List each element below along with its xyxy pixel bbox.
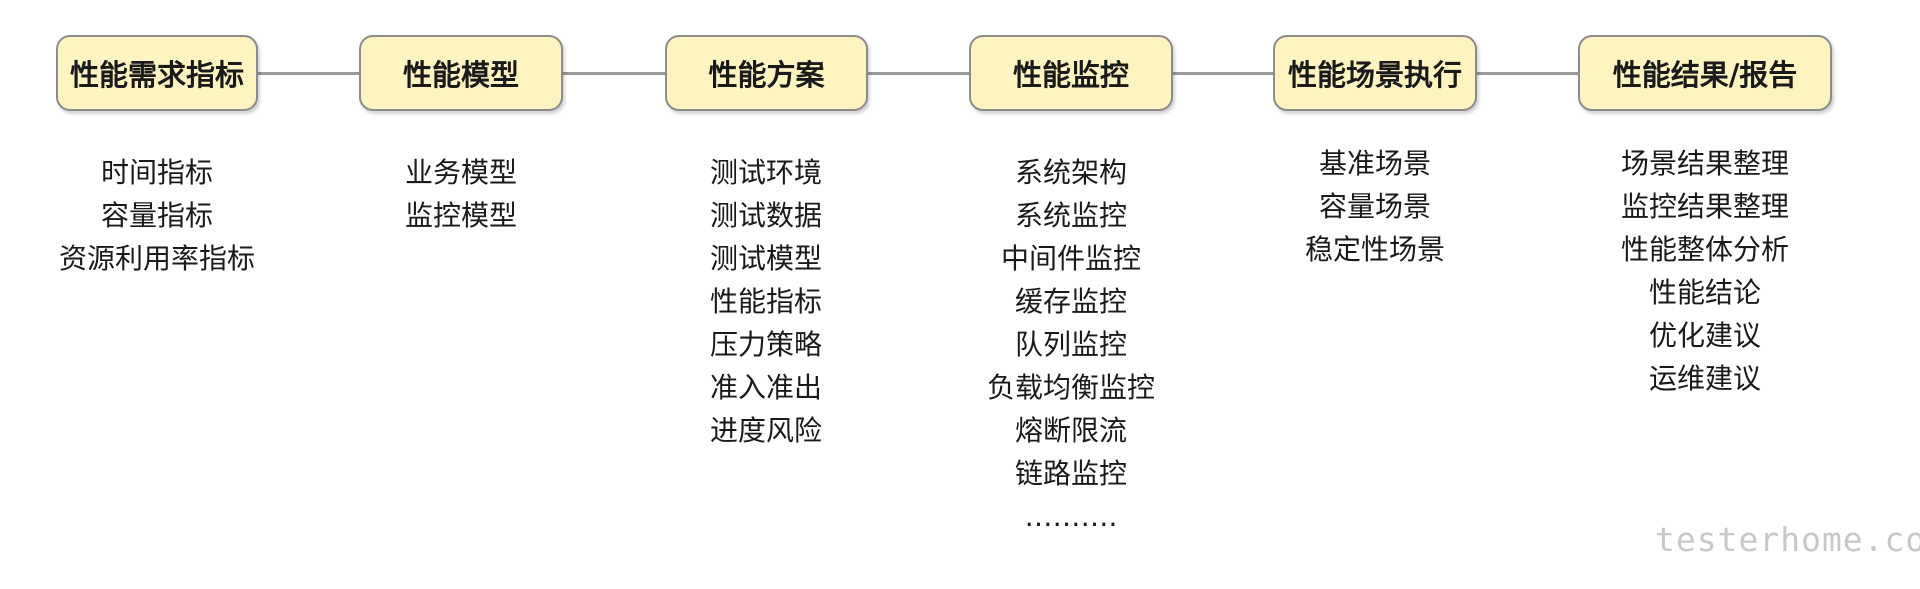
stage-title: 性能场景执行 <box>1287 58 1462 92</box>
stage-item: 测试数据 <box>709 199 822 232</box>
stage-title: 性能方案 <box>708 58 825 92</box>
stage-item: 监控结果整理 <box>1620 190 1789 223</box>
stage-item: 准入准出 <box>709 371 822 404</box>
stage-item: 性能结论 <box>1648 276 1761 309</box>
stage-item: 性能指标 <box>709 285 822 318</box>
stage-item: 系统监控 <box>1014 199 1127 232</box>
stage-title: 性能结果/报告 <box>1612 58 1798 92</box>
stage-box-monitoring: 性能监控 <box>969 35 1173 111</box>
stage-box-requirements: 性能需求指标 <box>56 35 258 111</box>
stage-item: 时间指标 <box>100 156 213 189</box>
connector-1-2 <box>257 72 360 75</box>
stage-item: 基准场景 <box>1318 147 1431 180</box>
stage-item: 场景结果整理 <box>1620 147 1789 180</box>
stage-item: 业务模型 <box>404 156 517 189</box>
stage-items-monitoring: 系统架构 系统监控 中间件监控 缓存监控 队列监控 负载均衡监控 熔断限流 链路… <box>961 151 1181 538</box>
stage-item: 熔断限流 <box>1014 414 1127 447</box>
stage-item: 稳定性场景 <box>1304 233 1445 266</box>
stage-item: 链路监控 <box>1014 457 1127 490</box>
stage-item: 测试环境 <box>709 156 822 189</box>
stage-item: 优化建议 <box>1648 319 1761 352</box>
stage-item: 运维建议 <box>1648 362 1761 395</box>
stage-item: 队列监控 <box>1014 328 1127 361</box>
stage-title: 性能模型 <box>402 58 519 92</box>
stage-item: 监控模型 <box>404 199 517 232</box>
stage-item: 系统架构 <box>1014 156 1127 189</box>
connector-2-3 <box>562 72 666 75</box>
connector-3-4 <box>867 72 970 75</box>
stage-box-report: 性能结果/报告 <box>1578 35 1832 111</box>
stage-item: 容量指标 <box>100 199 213 232</box>
watermark: testerhome.com <box>1655 520 1920 559</box>
stage-item: 压力策略 <box>709 328 822 361</box>
stage-item: 容量场景 <box>1318 190 1431 223</box>
stage-item: 缓存监控 <box>1014 285 1127 318</box>
stage-item: 测试模型 <box>709 242 822 275</box>
stage-items-model: 业务模型 监控模型 <box>361 151 561 237</box>
stage-title: 性能需求指标 <box>69 58 244 92</box>
stage-item: 进度风险 <box>709 414 822 447</box>
stage-items-report: 场景结果整理 监控结果整理 性能整体分析 性能结论 优化建议 运维建议 <box>1595 142 1815 400</box>
connector-4-5 <box>1172 72 1274 75</box>
stage-items-plan: 测试环境 测试数据 测试模型 性能指标 压力策略 准入准出 进度风险 <box>666 151 866 452</box>
stage-items-requirements: 时间指标 容量指标 资源利用率指标 <box>37 151 277 280</box>
connector-5-6 <box>1476 72 1579 75</box>
stage-box-plan: 性能方案 <box>665 35 868 111</box>
stage-box-model: 性能模型 <box>359 35 563 111</box>
stage-item: 性能整体分析 <box>1620 233 1789 266</box>
stage-box-execution: 性能场景执行 <box>1273 35 1477 111</box>
stage-item-ellipsis: ………. <box>1024 500 1118 533</box>
stage-item: 负载均衡监控 <box>986 371 1155 404</box>
stage-title: 性能监控 <box>1012 58 1129 92</box>
stage-item: 中间件监控 <box>1000 242 1141 275</box>
stage-item: 资源利用率指标 <box>58 242 255 275</box>
stage-items-execution: 基准场景 容量场景 稳定性场景 <box>1275 142 1475 271</box>
